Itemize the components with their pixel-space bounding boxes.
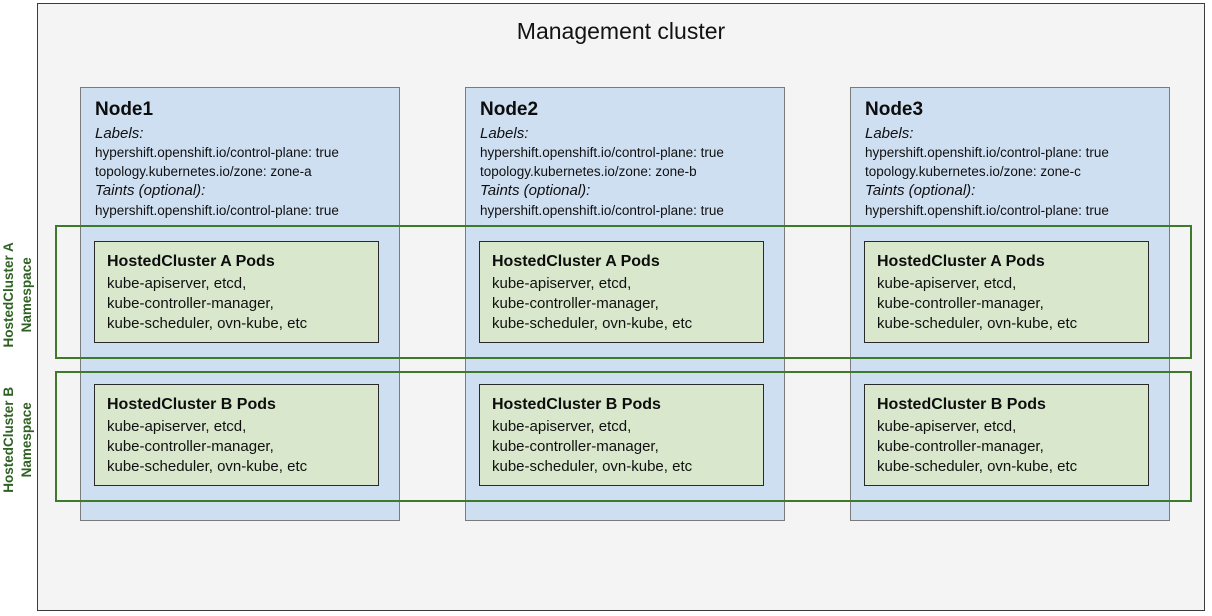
pod-line: kube-apiserver, etcd, (877, 274, 1017, 292)
pod-line: kube-scheduler, ovn-kube, etc (877, 314, 1078, 332)
pod-line: kube-apiserver, etcd, (492, 274, 632, 292)
namespace-rect-hostedcluster-b (55, 371, 1192, 502)
pod-line: kube-scheduler, ovn-kube, etc (877, 457, 1078, 475)
pod-box-hostedcluster-a-node1: HostedCluster A Pods kube-apiserver, etc… (94, 241, 379, 343)
namespace-label-line1: HostedCluster B (1, 386, 17, 493)
pod-line: kube-scheduler, ovn-kube, etc (492, 314, 693, 332)
node1-taint-0: hypershift.openshift.io/control-plane: t… (95, 202, 339, 218)
node3-taint-0: hypershift.openshift.io/control-plane: t… (865, 202, 1109, 218)
pod-line: kube-scheduler, ovn-kube, etc (107, 314, 308, 332)
node3-labels-heading: Labels: (865, 124, 914, 142)
pod-box-hostedcluster-b-node3: HostedCluster B Pods kube-apiserver, etc… (864, 384, 1149, 486)
node3-details: Node3 Labels: hypershift.openshift.io/co… (865, 98, 1161, 220)
node1-details: Node1 Labels: hypershift.openshift.io/co… (95, 98, 391, 220)
node3-title: Node3 (865, 99, 924, 120)
pod-title: HostedCluster B Pods (107, 396, 276, 413)
pod-line: kube-apiserver, etcd, (107, 417, 247, 435)
pod-line: kube-controller-manager, (107, 437, 274, 455)
node1-title: Node1 (95, 99, 154, 120)
namespace-label-hostedcluster-a: HostedCluster A Namespace (0, 215, 36, 375)
namespace-label-line1: HostedCluster A (1, 242, 17, 348)
node2-label-0: hypershift.openshift.io/control-plane: t… (480, 145, 724, 160)
pod-title: HostedCluster A Pods (107, 253, 275, 270)
pod-box-hostedcluster-a-node3: HostedCluster A Pods kube-apiserver, etc… (864, 241, 1149, 343)
pod-line: kube-controller-manager, (107, 294, 274, 312)
pod-line: kube-apiserver, etcd, (877, 417, 1017, 435)
management-cluster-title: Management cluster (516, 18, 726, 44)
node1-label-0: hypershift.openshift.io/control-plane: t… (95, 145, 339, 160)
node2-details: Node2 Labels: hypershift.openshift.io/co… (480, 98, 776, 220)
pod-line: kube-apiserver, etcd, (492, 417, 632, 435)
node2-taints-heading: Taints (optional): (480, 182, 591, 200)
pod-line: kube-controller-manager, (877, 294, 1044, 312)
pod-line: kube-controller-manager, (492, 294, 659, 312)
node1-labels-heading: Labels: (95, 124, 144, 142)
node3-label-0: hypershift.openshift.io/control-plane: t… (865, 145, 1109, 160)
node2-title: Node2 (480, 99, 539, 120)
pod-box-hostedcluster-a-node2: HostedCluster A Pods kube-apiserver, etc… (479, 241, 764, 343)
pod-title: HostedCluster B Pods (492, 396, 661, 413)
node2-label-1: topology.kubernetes.io/zone: zone-b (480, 163, 697, 179)
pod-box-hostedcluster-b-node1: HostedCluster B Pods kube-apiserver, etc… (94, 384, 379, 486)
pod-line: kube-controller-manager, (877, 437, 1044, 455)
pod-title: HostedCluster A Pods (492, 253, 660, 270)
namespace-label-line2: Namespace (19, 257, 34, 333)
node3-taints-heading: Taints (optional): (865, 182, 976, 200)
pod-line: kube-scheduler, ovn-kube, etc (492, 457, 693, 475)
pod-line: kube-scheduler, ovn-kube, etc (107, 457, 308, 475)
pod-box-hostedcluster-b-node2: HostedCluster B Pods kube-apiserver, etc… (479, 384, 764, 486)
node1-taints-heading: Taints (optional): (95, 182, 206, 200)
namespace-label-line2: Namespace (19, 402, 34, 478)
namespace-rect-hostedcluster-a (55, 225, 1192, 359)
node3-label-1: topology.kubernetes.io/zone: zone-c (865, 163, 1081, 179)
node2-taint-0: hypershift.openshift.io/control-plane: t… (480, 202, 724, 218)
pod-line: kube-apiserver, etcd, (107, 274, 247, 292)
node1-label-1: topology.kubernetes.io/zone: zone-a (95, 163, 312, 179)
pod-line: kube-controller-manager, (492, 437, 659, 455)
node2-labels-heading: Labels: (480, 124, 529, 142)
pod-title: HostedCluster A Pods (877, 253, 1045, 270)
namespace-label-hostedcluster-b: HostedCluster B Namespace (0, 360, 36, 520)
pod-title: HostedCluster B Pods (877, 396, 1046, 413)
